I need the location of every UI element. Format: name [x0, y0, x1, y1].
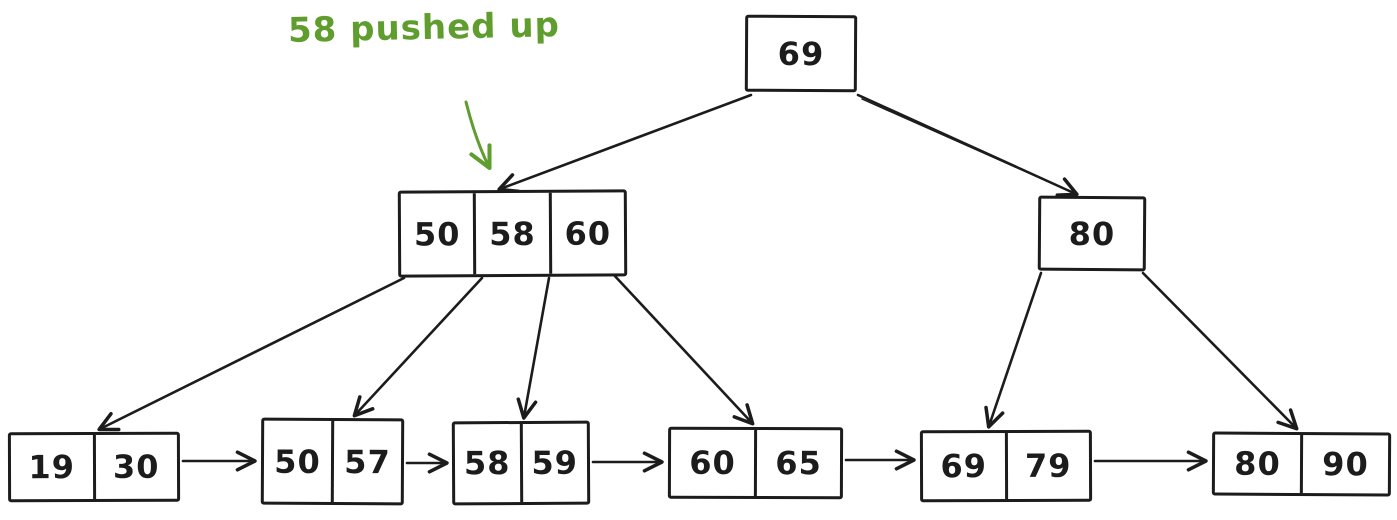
key-cell: 57: [330, 420, 402, 503]
key-cell: 19: [28, 448, 76, 487]
key-cell: 58: [463, 444, 511, 483]
key-cell: 59: [519, 423, 588, 503]
edge-root-to-internal-right-overstroke: [861, 98, 1059, 187]
leaf-node-5: 69 79: [919, 429, 1093, 503]
leaf-node-4: 60 65: [667, 426, 844, 500]
key-cell: 50: [413, 214, 461, 254]
edge-internal-left-to-leaf-3: [516, 276, 551, 420]
key-cell: 60: [689, 443, 736, 482]
edge-internal-left-to-leaf-2: [352, 276, 484, 418]
internal-right-node: 80: [1037, 195, 1147, 272]
root-node: 69: [744, 14, 858, 93]
annotation-arrow: [464, 100, 492, 171]
leaf-node-2: 50 57: [260, 417, 405, 506]
key-cell: 50: [274, 442, 321, 481]
key-cell: 65: [753, 429, 841, 497]
leaf-node-6: 80 90: [1211, 431, 1392, 497]
edge-root-to-internal-left: [497, 93, 753, 194]
leaf-node-3: 58 59: [451, 420, 591, 506]
key-cell: 79: [1004, 432, 1090, 500]
edge-root-to-internal-right: [856, 93, 1079, 197]
key-cell: 60: [548, 192, 625, 274]
key-cell: 58: [473, 192, 549, 275]
edge-internal-left-to-leaf-4: [611, 272, 755, 426]
leaf-node-1: 19 30: [7, 431, 181, 503]
key-cell: 69: [940, 447, 988, 486]
edge-internal-right-to-leaf-5: [984, 271, 1043, 429]
edge-internal-left-to-leaf-1: [97, 276, 406, 432]
key-cell: 69: [777, 34, 825, 73]
key-cell: 30: [92, 434, 178, 500]
edge-internal-right-to-leaf-6: [1141, 271, 1299, 431]
key-cell: 90: [1299, 434, 1389, 494]
key-cell: 80: [1234, 444, 1281, 483]
key-cell: 80: [1068, 214, 1116, 253]
annotation-text: 58 pushed up: [287, 5, 561, 51]
internal-left-node: 50 58 60: [397, 189, 628, 278]
